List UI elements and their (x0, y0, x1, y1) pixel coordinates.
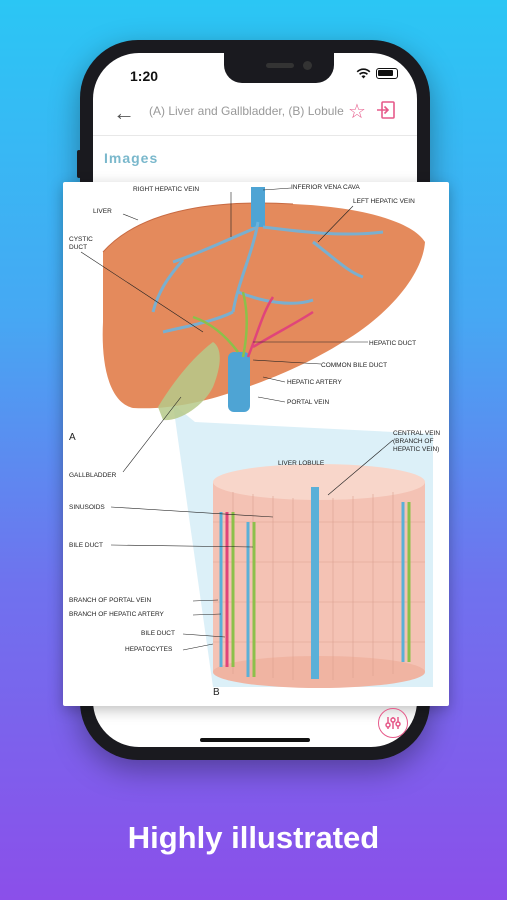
filter-button[interactable] (378, 708, 408, 738)
section-label: Images (104, 150, 159, 166)
label-liver-lobule: LIVER LOBULE (278, 460, 325, 467)
label-cystic-duct-2: DUCT (69, 244, 88, 251)
status-icons (356, 68, 398, 79)
label-hepatic-duct: HEPATIC DUCT (369, 340, 417, 347)
label-cystic-duct: CYSTIC (69, 236, 93, 243)
label-portal-vein: PORTAL VEIN (287, 399, 330, 406)
label-gallbladder: GALLBLADDER (69, 472, 117, 479)
label-panel-b: B (213, 687, 220, 698)
export-icon[interactable] (376, 100, 396, 120)
status-time: 1:20 (130, 68, 159, 84)
phone-speaker (266, 63, 294, 68)
phone-notch (224, 53, 334, 83)
label-hepatocytes: HEPATOCYTES (125, 646, 173, 653)
label-right-hepatic-vein: RIGHT HEPATIC VEIN (133, 186, 200, 193)
phone-camera (303, 61, 312, 70)
label-inferior-vena-cava: INFERIOR VENA CAVA (291, 184, 360, 191)
label-central-vein: CENTRAL VEIN (393, 430, 441, 437)
label-liver: LIVER (93, 208, 112, 215)
label-panel-a: A (69, 432, 76, 443)
label-branch-hepatic-artery: BRANCH OF HEPATIC ARTERY (69, 611, 164, 618)
battery-icon (376, 68, 398, 79)
label-left-hepatic-vein: LEFT HEPATIC VEIN (353, 198, 415, 205)
label-branch-portal-vein: BRANCH OF PORTAL VEIN (69, 597, 152, 604)
label-central-vein-3: HEPATIC VEIN) (393, 446, 440, 453)
label-bile-duct-2: BILE DUCT (141, 630, 175, 637)
label-hepatic-artery: HEPATIC ARTERY (287, 379, 342, 386)
anatomy-illustration[interactable]: RIGHT HEPATIC VEIN INFERIOR VENA CAVA LE… (63, 182, 449, 706)
label-bile-duct: BILE DUCT (69, 542, 103, 549)
wifi-icon (356, 68, 371, 79)
label-sinusoids: SINUSOIDS (69, 504, 105, 511)
back-arrow-icon[interactable]: ← (113, 100, 135, 125)
label-central-vein-2: (BRANCH OF (393, 438, 434, 445)
home-indicator[interactable] (200, 738, 310, 742)
promo-caption: Highly illustrated (127, 820, 380, 855)
phone-side-button (77, 150, 81, 178)
app-bar: ← (A) Liver and Gallbladder, (B) Lobule … (93, 92, 417, 136)
label-common-bile-duct: COMMON BILE DUCT (321, 362, 388, 369)
page-title: (A) Liver and Gallbladder, (B) Lobule (149, 104, 344, 118)
anatomy-drawing (80, 187, 433, 688)
sliders-icon (385, 717, 401, 729)
favorite-star-icon[interactable]: ☆ (348, 101, 366, 123)
